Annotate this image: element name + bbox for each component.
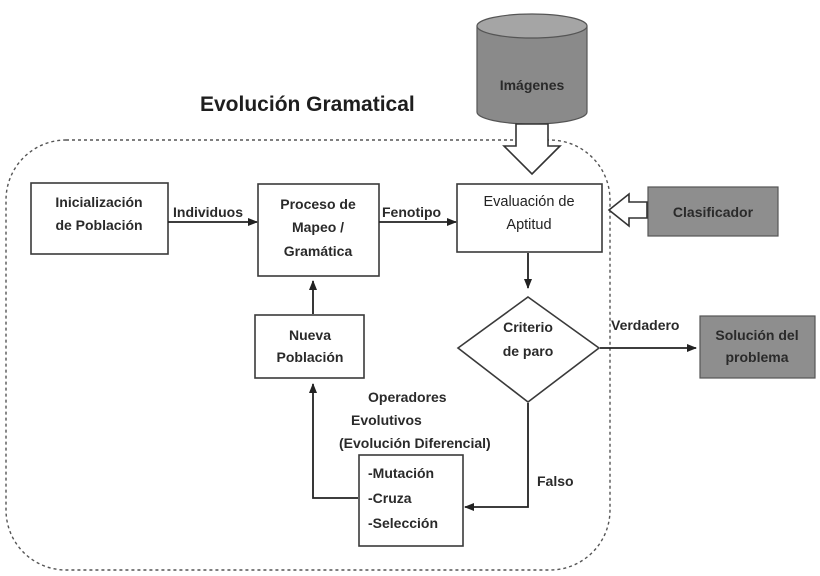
edge-criterion-to-operators xyxy=(464,403,529,511)
stop-criterion-diamond xyxy=(456,296,601,404)
population-init-label-2: de Población xyxy=(55,217,142,233)
images-database: Imágenes xyxy=(476,13,588,125)
edge-true-label: Verdadero xyxy=(611,317,679,333)
fitness-evaluation-label-1: Evaluación de xyxy=(483,194,574,210)
edge-operators-to-new-population xyxy=(309,383,358,499)
operator-mutation: -Mutación xyxy=(368,465,434,481)
new-population-label-1: Nueva xyxy=(289,327,331,343)
classifier-box xyxy=(647,186,779,237)
mapping-process-label-3: Gramática xyxy=(284,243,353,259)
new-population-box xyxy=(254,314,365,379)
classifier-to-fitness-arrow xyxy=(607,192,648,228)
database-to-fitness-arrow xyxy=(502,123,562,176)
images-database-label: Imágenes xyxy=(500,77,565,93)
classifier-label: Clasificador xyxy=(673,204,754,220)
mapping-process-label-2: Mapeo / xyxy=(292,219,344,235)
new-population-label-2: Población xyxy=(277,349,344,365)
population-init-label-1: Inicialización xyxy=(55,194,142,210)
operator-crossover: -Cruza xyxy=(368,490,412,506)
grammatical-evolution-container xyxy=(5,139,611,571)
fitness-evaluation-box xyxy=(456,183,603,253)
operators-heading-2: Evolutivos xyxy=(351,412,422,428)
mapping-process-box xyxy=(257,183,380,277)
solution-label-2: problema xyxy=(725,349,788,365)
mapping-process-label-1: Proceso de xyxy=(280,196,356,212)
edge-phenotype-label: Fenotipo xyxy=(382,204,441,220)
stop-criterion-label-2: de paro xyxy=(503,343,554,359)
solution-label-1: Solución del xyxy=(715,327,798,343)
operators-heading-3: (Evolución Diferencial) xyxy=(339,435,491,451)
edge-false-label: Falso xyxy=(537,473,574,489)
solution-box xyxy=(699,315,816,379)
fitness-evaluation-label-2: Aptitud xyxy=(506,217,551,233)
operators-heading-1: Operadores xyxy=(368,389,447,405)
operator-selection: -Selección xyxy=(368,515,438,531)
stop-criterion-label-1: Criterio xyxy=(503,319,553,335)
population-init-box xyxy=(30,182,169,255)
operators-box xyxy=(358,454,464,547)
edge-individuals-label: Individuos xyxy=(173,204,243,220)
diagram-title: Evolución Gramatical xyxy=(200,93,415,116)
